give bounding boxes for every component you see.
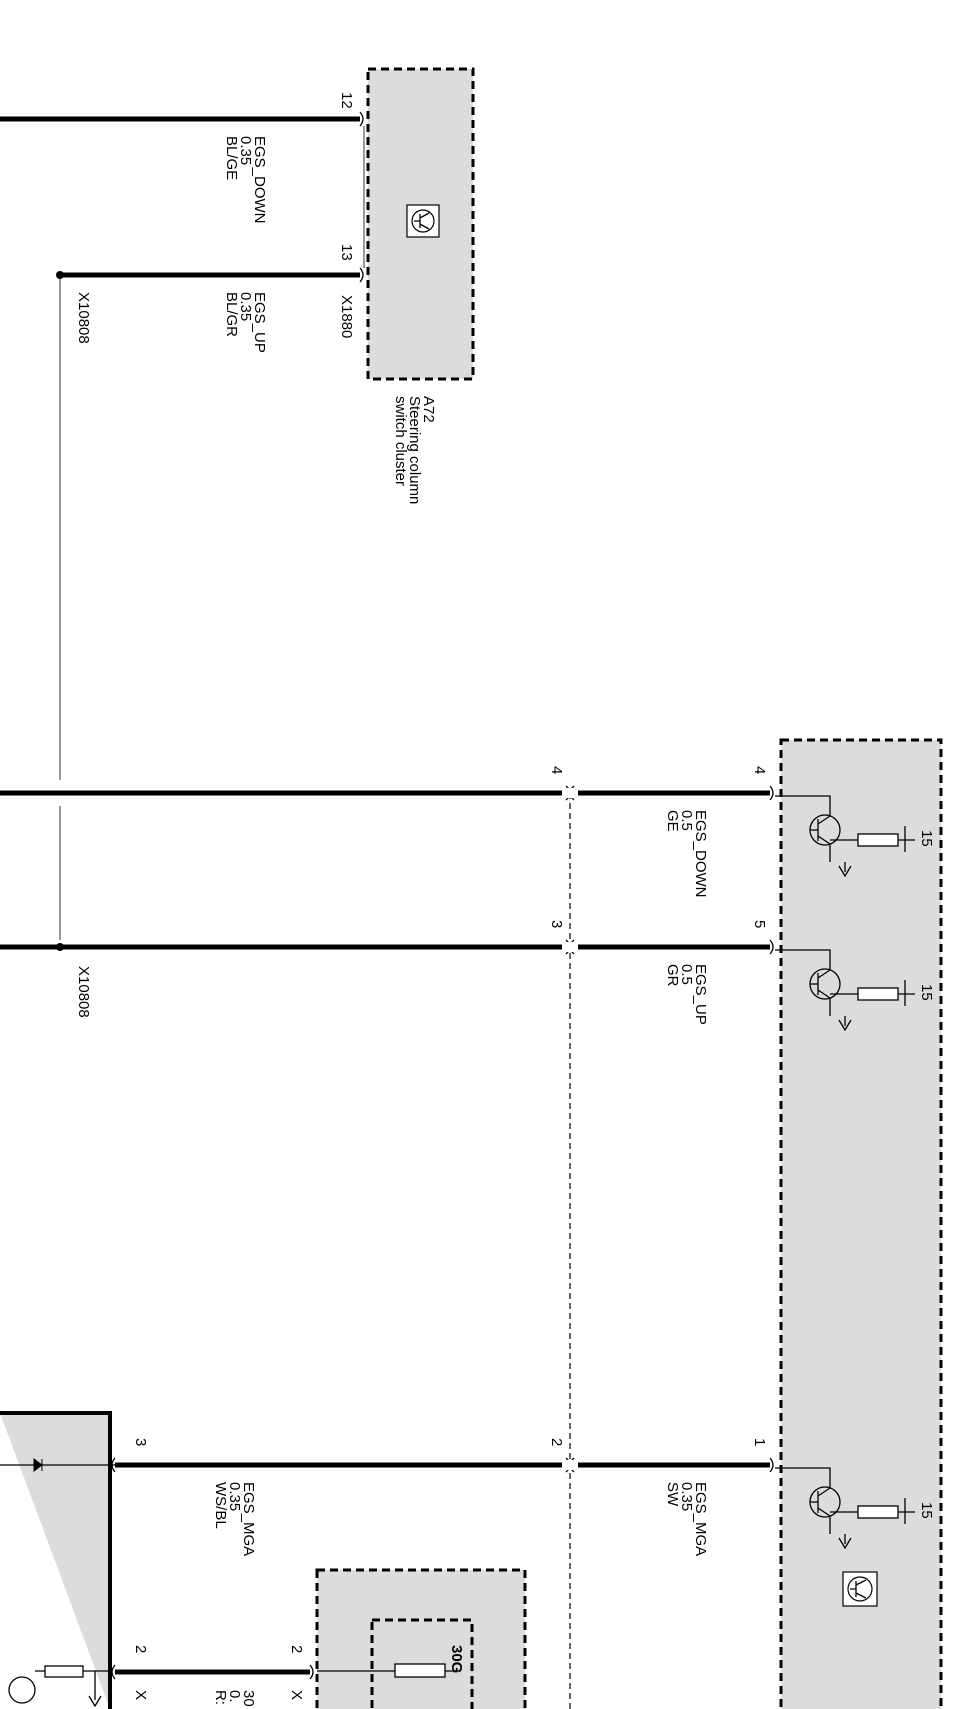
fuse-icon — [317, 1663, 460, 1678]
transistor-stage-down — [775, 795, 915, 878]
a72-pin13-label: 13 — [338, 244, 355, 261]
right-module-electronic-symbol-icon — [842, 1571, 878, 1607]
a72-pin12-contact — [359, 111, 364, 127]
supply-15-up: 15 — [918, 984, 935, 1001]
wire-a72-up-color: BL/GR — [223, 292, 240, 337]
left-module-pin2: 2 — [132, 1645, 149, 1653]
fuse-30g-label: 30G — [448, 1645, 465, 1673]
wire-mga-right-name: EGS_MGA — [692, 1482, 709, 1556]
left-module-transistor-icon — [8, 1665, 110, 1708]
separator-gap-up — [562, 942, 578, 952]
splice-dot-module — [56, 943, 64, 951]
lower-module-pin-contact — [309, 1664, 314, 1680]
wire-a72-down-color: BL/GE — [223, 136, 240, 180]
a72-name-line2: switch cluster — [392, 396, 409, 486]
wire-lower-name: 30 — [240, 1690, 257, 1707]
wire-mod-down-color: GE — [664, 810, 681, 832]
wire-lower-color: R: — [212, 1690, 229, 1705]
wire-mga-right-size: 0.35 — [678, 1482, 695, 1511]
wire-mga-left-color: WS/BL — [212, 1482, 229, 1529]
wire-mga-right-color: SW — [664, 1482, 681, 1507]
lower-module-conn-label: X — [288, 1690, 305, 1700]
left-module-pin3: 3 — [132, 1438, 149, 1446]
left-module-conn-label: X — [132, 1690, 149, 1700]
splice-dot-a72 — [56, 271, 64, 279]
supply-15-mga: 15 — [918, 1502, 935, 1519]
transistor-stage-mga — [775, 1467, 915, 1550]
a72-pin13-contact — [359, 267, 364, 283]
right-module-pin5: 5 — [751, 920, 768, 928]
splice-label-lower: X10808 — [75, 966, 92, 1018]
a72-electronic-symbol-icon — [406, 204, 440, 238]
wire-a72-up-size: 0.35 — [237, 292, 254, 321]
left-module-box — [0, 1411, 112, 1709]
separator-pin2: 2 — [548, 1438, 565, 1446]
wire-mga-left-name: EGS_MGA — [240, 1482, 257, 1556]
separator-pin4: 4 — [548, 766, 565, 774]
right-module-pin1: 1 — [751, 1438, 768, 1446]
splice-label-upper: X10808 — [75, 292, 92, 344]
separator-gap-mga — [562, 1460, 578, 1470]
a72-connector-label: X1880 — [338, 295, 355, 338]
separator-gap-down — [562, 788, 578, 798]
separator-pin3: 3 — [548, 920, 565, 928]
wire-a72-up-name: EGS_UP — [251, 292, 268, 353]
wire-mod-down-size: 0.5 — [678, 810, 695, 831]
a72-code: A72 — [420, 396, 437, 423]
wire-mod-down-name: EGS_DOWN — [692, 810, 709, 898]
transistor-stage-up — [775, 949, 915, 1032]
right-module-pin-contacts — [769, 785, 774, 1473]
supply-15-down: 15 — [918, 830, 935, 847]
right-module-box — [779, 738, 943, 1709]
left-module-pin-contacts — [111, 1457, 116, 1680]
a72-pin12-label: 12 — [338, 92, 355, 109]
wire-a72-down-size: 0.35 — [237, 136, 254, 165]
diode-icon — [33, 1458, 43, 1472]
right-module-pin4: 4 — [751, 766, 768, 774]
wire-mod-up-color: GR — [664, 964, 681, 987]
wire-lower-size: 0. — [226, 1690, 243, 1703]
wire-mod-up-name: EGS_UP — [692, 964, 709, 1025]
wire-mod-up-size: 0.5 — [678, 964, 695, 985]
a72-name-line1: Steering column — [406, 396, 423, 504]
wire-a72-down-name: EGS_DOWN — [251, 136, 268, 224]
lower-module-pin2: 2 — [288, 1645, 305, 1653]
wire-mga-left-size: 0.35 — [226, 1482, 243, 1511]
